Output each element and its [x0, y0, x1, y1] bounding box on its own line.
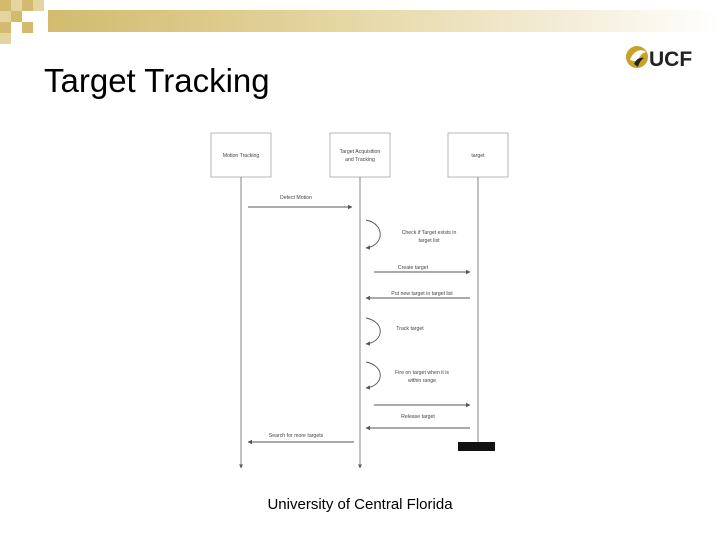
- self-message-track-target: [365, 317, 381, 346]
- message-label-line2: target list: [418, 238, 440, 244]
- corner-square: [33, 0, 44, 11]
- participant-label: target: [471, 153, 485, 159]
- corner-square: [0, 11, 11, 22]
- corner-square: [0, 22, 11, 33]
- target-destroy-bar: [458, 442, 495, 451]
- sequence-diagram: Motion Tracking Target Acquisition and T…: [210, 132, 509, 469]
- message-label: Fire on target when it is: [395, 370, 449, 376]
- participant-box-target-acquisition: [329, 132, 391, 178]
- participant-box-motion-tracking: [210, 132, 272, 178]
- logo-text: UCF: [649, 48, 692, 71]
- ucf-logo: UCF: [626, 46, 692, 71]
- message-label: Release target: [401, 414, 435, 420]
- corner-square: [22, 0, 33, 11]
- corner-square: [22, 11, 33, 22]
- message-label: Put new target in target list: [391, 291, 453, 297]
- message-label: Create target: [398, 265, 429, 271]
- slide-title: Target Tracking: [44, 62, 270, 99]
- self-message-fire-on-target: [365, 361, 381, 390]
- pegasus-icon: [626, 46, 648, 68]
- message-label: Check if Target exists in: [402, 230, 457, 236]
- corner-square: [22, 22, 33, 33]
- header-decoration: [0, 0, 720, 50]
- message-label: Search for more targets: [269, 433, 324, 439]
- corner-square: [0, 0, 11, 11]
- message-label-line2: within range: [408, 378, 436, 384]
- message-label: Detect Motion: [280, 195, 312, 201]
- self-message-check-target: [365, 219, 381, 250]
- gold-band: [48, 10, 720, 32]
- participant-label: Target Acquisition: [340, 149, 381, 155]
- message-label: Track target: [396, 326, 424, 332]
- corner-square: [11, 11, 22, 22]
- slide-footer: University of Central Florida: [267, 496, 453, 513]
- corner-square: [0, 33, 11, 44]
- corner-square: [11, 0, 22, 11]
- corner-square: [11, 22, 22, 33]
- participant-label: Motion Tracking: [223, 153, 260, 159]
- participant-label-line2: and Tracking: [345, 157, 375, 163]
